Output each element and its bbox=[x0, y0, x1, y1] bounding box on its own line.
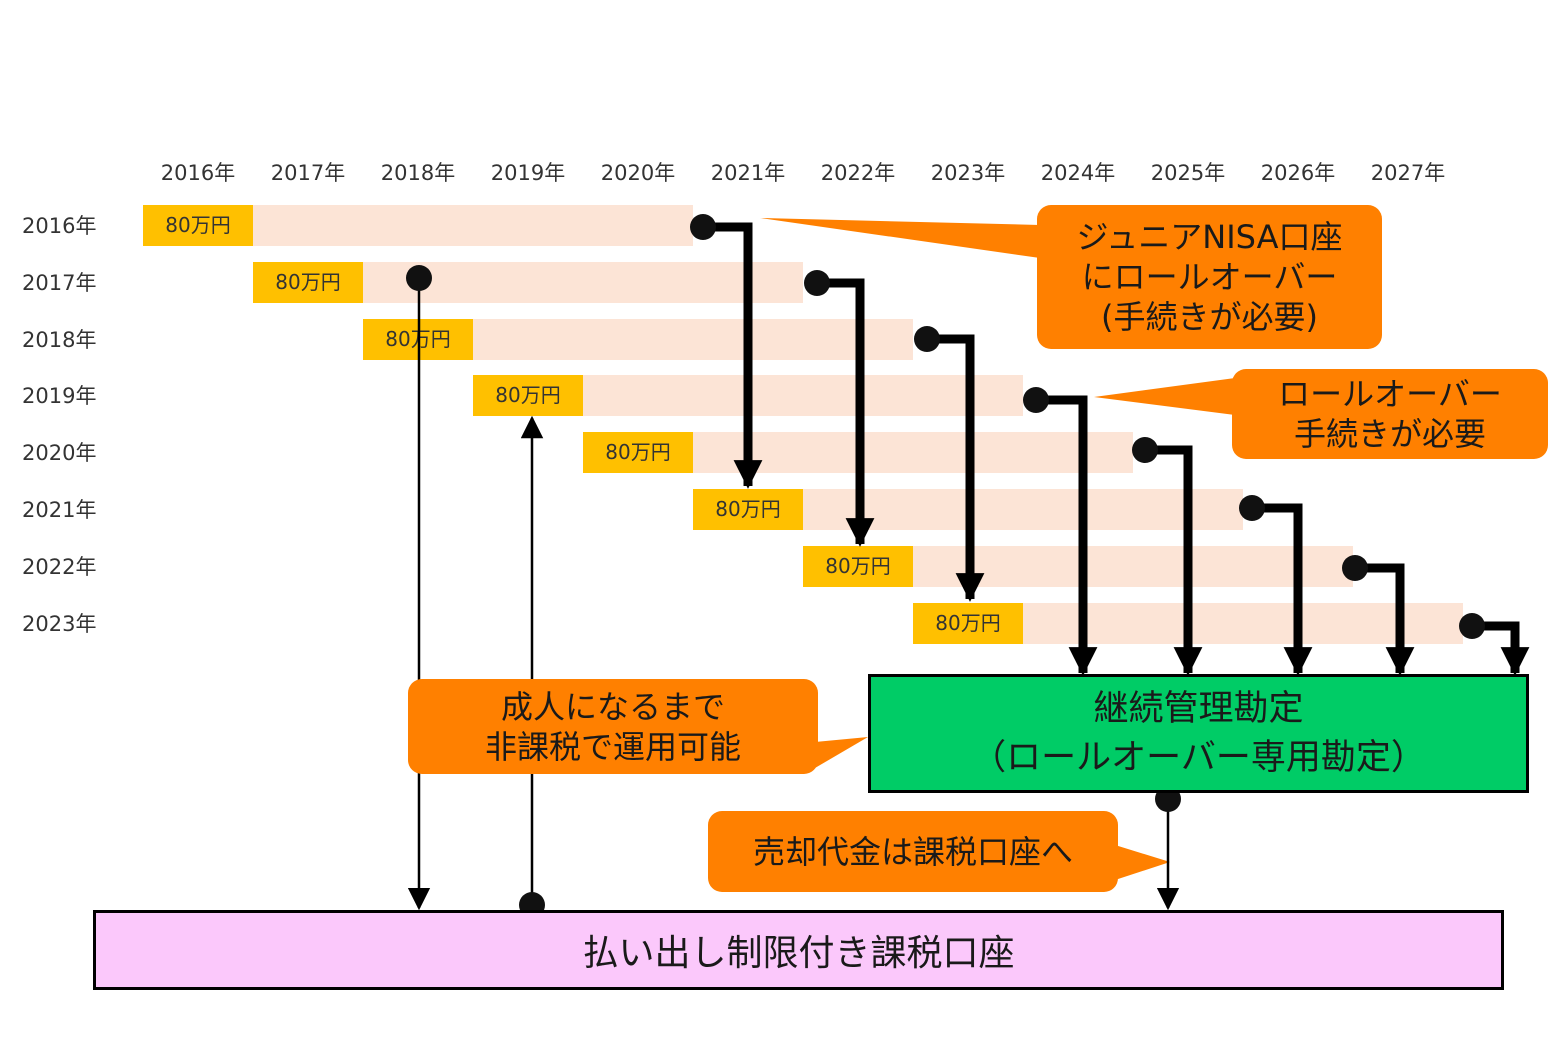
holding-period-band bbox=[253, 205, 693, 246]
row-year-label: 2021年 bbox=[22, 498, 97, 522]
tax-free-until-adult-callout: 成人になるまで 非課税で運用可能 bbox=[408, 679, 818, 774]
holding-period-band bbox=[583, 375, 1023, 417]
row-year-label: 2017年 bbox=[22, 270, 97, 295]
column-year-label: 2021年 bbox=[710, 161, 786, 185]
rollover-start-dot bbox=[690, 214, 716, 240]
column-year-label: 2027年 bbox=[1370, 161, 1446, 185]
holding-period-band bbox=[803, 489, 1243, 530]
continuing-management-account: 継続管理勘定 （ロールオーバー専用勘定） bbox=[868, 674, 1529, 793]
rollover-start-dot bbox=[1239, 495, 1265, 521]
rollover-start-dot bbox=[1342, 555, 1368, 581]
row-year-label: 2019年 bbox=[22, 384, 97, 409]
rollover-arrow bbox=[1355, 563, 1415, 676]
annual-investment-cell: 80万円 bbox=[143, 205, 253, 246]
rollover-arrow bbox=[1145, 445, 1203, 676]
column-year-label: 2018年 bbox=[380, 161, 456, 185]
rollover-arrow bbox=[1472, 621, 1530, 676]
column-year-label: 2019年 bbox=[490, 161, 566, 185]
rollover-start-dot bbox=[914, 326, 940, 352]
annual-investment-cell: 80万円 bbox=[253, 261, 363, 303]
callout-pointer bbox=[1115, 845, 1170, 880]
rollover-arrow bbox=[703, 222, 763, 489]
column-year-label: 2017年 bbox=[270, 161, 346, 185]
annual-investment-cell: 80万円 bbox=[693, 489, 803, 530]
column-year-label: 2024年 bbox=[1040, 161, 1116, 185]
rollover-arrow bbox=[1252, 503, 1313, 676]
column-year-label: 2026年 bbox=[1260, 161, 1336, 185]
rollover-start-dot bbox=[1023, 387, 1049, 413]
row-year-label: 2018年 bbox=[22, 327, 97, 352]
row-year-label: 2022年 bbox=[22, 554, 97, 579]
restricted-taxable-account: 払い出し制限付き課税口座 bbox=[93, 910, 1504, 990]
row-year-label: 2020年 bbox=[22, 441, 97, 466]
rollover-arrow bbox=[927, 334, 985, 602]
holding-period-band bbox=[693, 432, 1133, 474]
payout-start-dot bbox=[406, 265, 432, 291]
rollover-arrow bbox=[1036, 395, 1098, 676]
holding-period-band bbox=[363, 261, 803, 303]
column-year-label: 2023年 bbox=[930, 161, 1006, 185]
row-year-label: 2016年 bbox=[22, 214, 97, 238]
rollover-start-dot bbox=[804, 270, 830, 296]
junior-nisa-rollover-callout: ジュニアNISA口座 にロールオーバー (手続きが必要) bbox=[1037, 205, 1382, 349]
column-year-label: 2020年 bbox=[600, 161, 676, 185]
column-year-label: 2022年 bbox=[820, 161, 896, 185]
annual-investment-cell: 80万円 bbox=[803, 545, 913, 587]
rollover-start-dot bbox=[1132, 437, 1158, 463]
callout-pointer bbox=[1094, 378, 1235, 415]
row-year-label: 2023年 bbox=[22, 611, 97, 636]
rollover-arrow bbox=[817, 278, 875, 547]
callout-pointer bbox=[815, 737, 868, 768]
rollover-procedure-callout: ロールオーバー 手続きが必要 bbox=[1232, 369, 1548, 459]
holding-period-band bbox=[913, 545, 1353, 587]
proceeds-to-taxable-callout: 売却代金は課税口座へ bbox=[708, 811, 1118, 892]
callout-pointer bbox=[760, 218, 1040, 258]
annual-investment-cell: 80万円 bbox=[473, 375, 583, 417]
holding-period-band bbox=[1023, 602, 1463, 644]
holding-period-band bbox=[473, 318, 913, 360]
annual-investment-cell: 80万円 bbox=[913, 602, 1023, 644]
annual-investment-cell: 80万円 bbox=[583, 432, 693, 474]
column-year-label: 2016年 bbox=[160, 161, 236, 185]
rollover-start-dot bbox=[1459, 613, 1485, 639]
column-year-label: 2025年 bbox=[1150, 161, 1226, 185]
